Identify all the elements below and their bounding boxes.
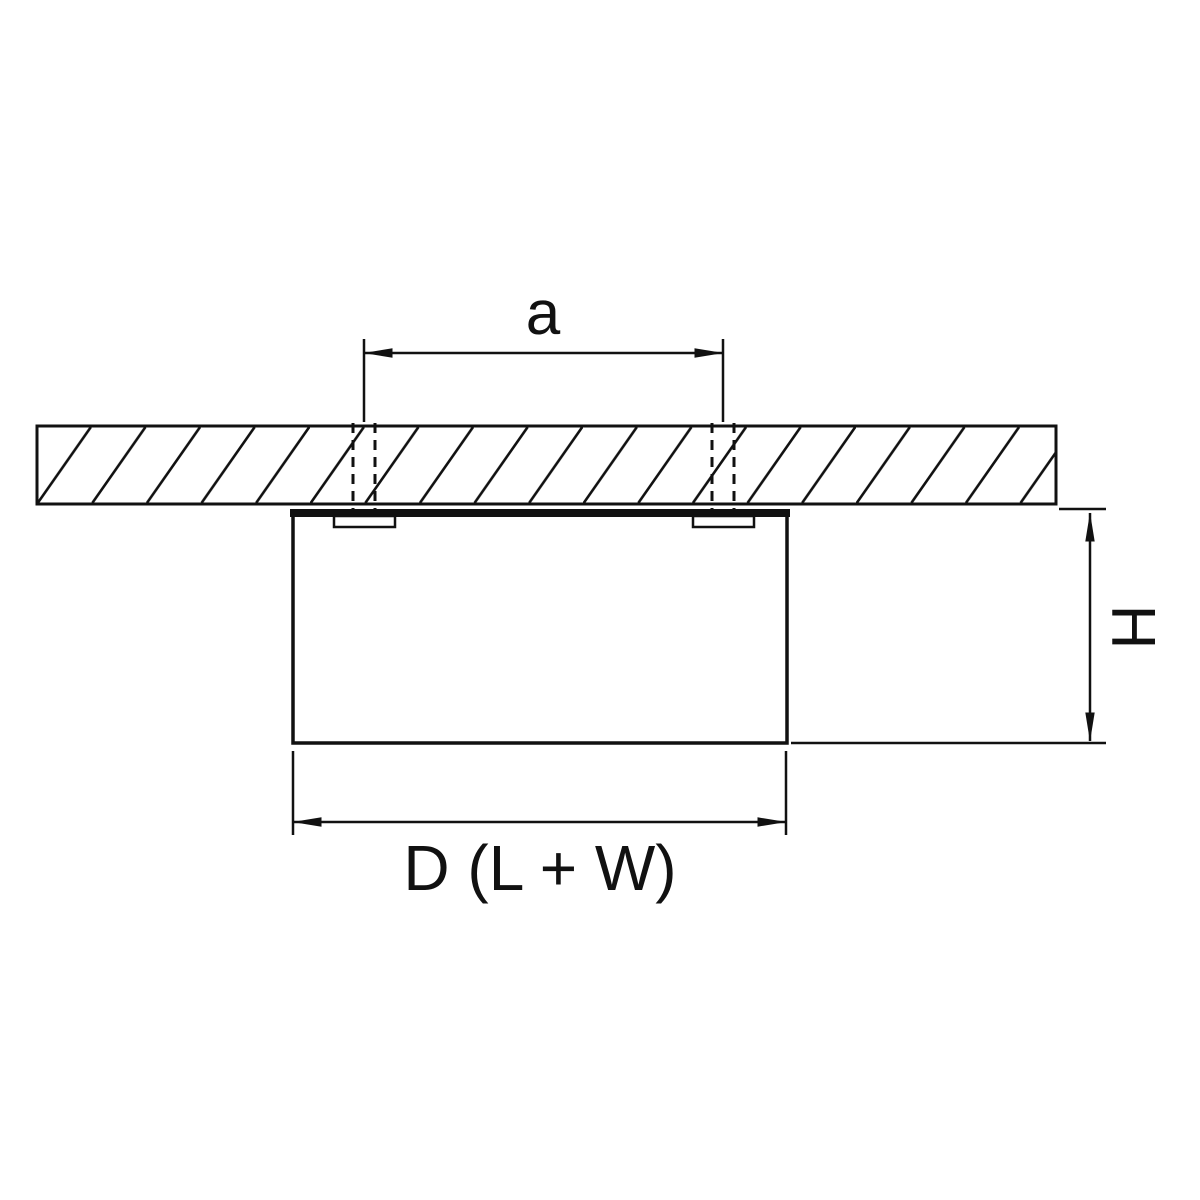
- mounting-hole-right: [710, 423, 736, 511]
- fixture-body: [290, 509, 790, 745]
- dimension-a: a: [362, 279, 725, 422]
- dimension-d-label: D (L + W): [403, 832, 676, 904]
- dimension-d: D (L + W): [291, 751, 788, 904]
- mounting-hole-left: [351, 423, 377, 511]
- ceiling-section: [35, 424, 1058, 506]
- fixture-clip-right: [691, 514, 756, 529]
- dimension-h-label: H: [1098, 605, 1167, 650]
- fixture-clip-left: [332, 514, 397, 529]
- dimension-h: H: [791, 507, 1167, 745]
- dimension-a-label: a: [526, 279, 561, 348]
